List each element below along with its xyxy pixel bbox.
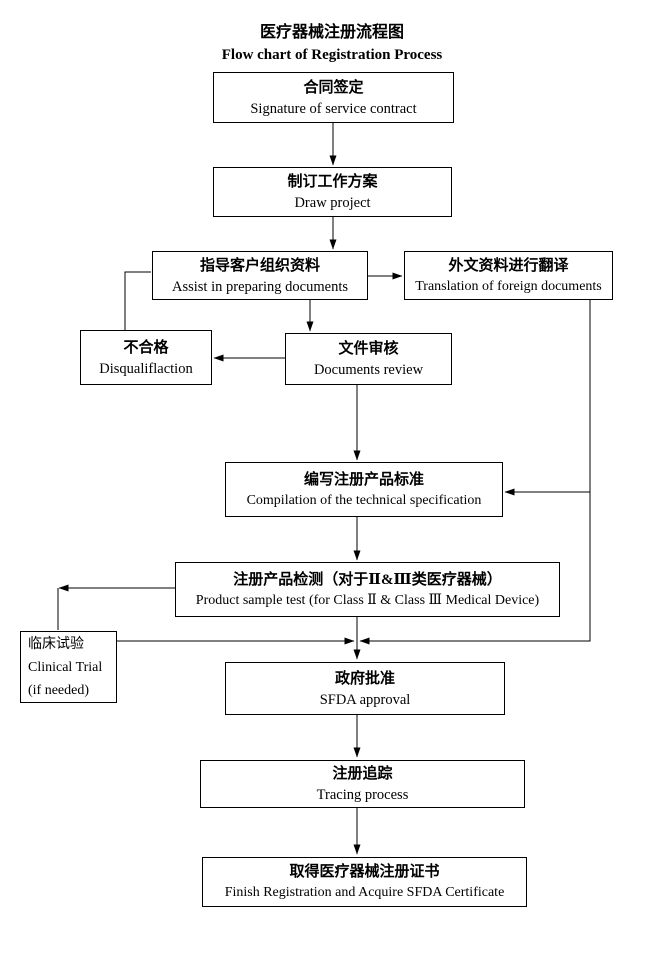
flow-node-clinical-trial: 临床试验 Clinical Trial (if needed)	[20, 631, 117, 703]
flow-node-compilation: 编写注册产品标准 Compilation of the technical sp…	[225, 462, 503, 517]
flow-node-certificate: 取得医疗器械注册证书 Finish Registration and Acqui…	[202, 857, 527, 907]
page-title: 医疗器械注册流程图 Flow chart of Registration Pro…	[7, 22, 650, 66]
node-assist-zh: 指导客户组织资料	[199, 257, 320, 274]
node-review-en: Documents review	[313, 362, 424, 378]
flow-node-tracing: 注册追踪 Tracing process	[200, 760, 525, 808]
node-clinical-note: (if needed)	[28, 682, 90, 698]
node-compilation-zh: 编写注册产品标准	[303, 471, 424, 488]
node-sample-test-en: Product sample test (for Class Ⅱ & Class…	[195, 592, 540, 608]
line-disqualification-loop-to-assist	[124, 271, 151, 330]
flow-node-review: 文件审核 Documents review	[285, 333, 452, 385]
node-clinical-en: Clinical Trial	[28, 659, 103, 675]
node-tracing-zh: 注册追踪	[332, 766, 393, 782]
node-translation-en: Translation of foreign documents	[415, 278, 602, 294]
node-approval-zh: 政府批准	[334, 670, 395, 687]
node-assist-en: Assist in preparing documents	[172, 278, 348, 295]
node-contract-zh: 合同签定	[303, 79, 364, 96]
node-translation-zh: 外文资料进行翻译	[448, 257, 569, 274]
flow-node-disqualification: 不合格 Disqualiflaction	[80, 330, 212, 385]
node-clinical-zh: 临床试验	[28, 636, 84, 652]
page-title-zh: 医疗器械注册流程图	[259, 24, 404, 41]
node-disqualification-en: Disqualiflaction	[99, 360, 193, 377]
node-certificate-en: Finish Registration and Acquire SFDA Cer…	[224, 885, 505, 900]
node-sample-test-zh: 注册产品检测（对于Ⅱ&Ⅲ类医疗器械）	[233, 571, 502, 588]
node-tracing-en: Tracing process	[316, 787, 409, 803]
line-translation-bypass	[359, 300, 591, 645]
flow-node-contract: 合同签定 Signature of service contract	[213, 72, 454, 123]
node-disqualification-zh: 不合格	[123, 339, 169, 356]
node-compilation-en: Compilation of the technical specificati…	[246, 492, 482, 508]
flow-node-approval: 政府批准 SFDA approval	[225, 662, 505, 715]
node-draw-project-en: Draw project	[294, 195, 371, 211]
page-title-en: Flow chart of Registration Process	[221, 47, 443, 63]
node-review-zh: 文件审核	[338, 341, 399, 357]
node-contract-en: Signature of service contract	[250, 100, 417, 117]
flow-node-assist: 指导客户组织资料 Assist in preparing documents	[152, 251, 368, 300]
node-draw-project-zh: 制订工作方案	[287, 174, 378, 190]
flow-node-draw-project: 制订工作方案 Draw project	[213, 167, 452, 217]
node-certificate-zh: 取得医疗器械注册证书	[289, 864, 440, 880]
node-approval-en: SFDA approval	[319, 691, 411, 708]
flow-node-translation: 外文资料进行翻译 Translation of foreign document…	[404, 251, 613, 300]
flow-node-sample-test: 注册产品检测（对于Ⅱ&Ⅲ类医疗器械） Product sample test (…	[175, 562, 560, 617]
